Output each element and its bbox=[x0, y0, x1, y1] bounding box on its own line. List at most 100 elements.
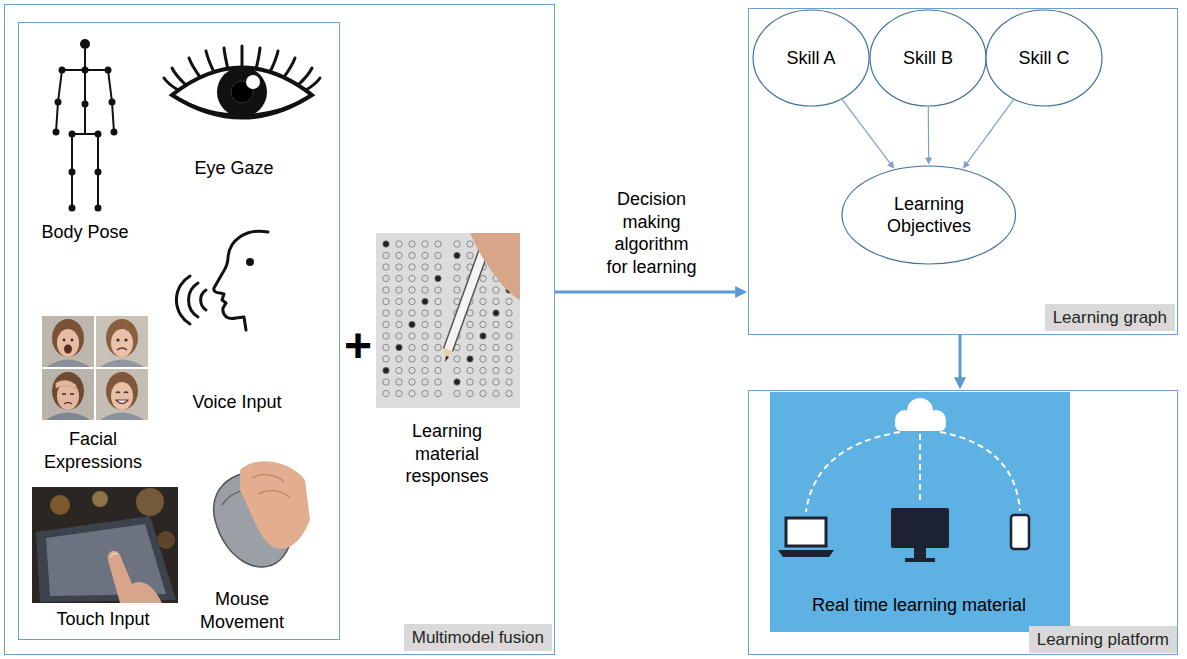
body-pose-icon bbox=[59, 67, 66, 74]
answer-bubbles bbox=[435, 379, 441, 385]
facial-expression-photos bbox=[64, 345, 72, 354]
answer-bubbles bbox=[435, 367, 441, 373]
icon-caption: Mouse Movement bbox=[192, 588, 292, 633]
answer-bubbles bbox=[493, 298, 499, 304]
eye-icon bbox=[206, 51, 214, 72]
answer-bubbles bbox=[467, 333, 473, 339]
body-pose-icon bbox=[105, 67, 112, 74]
body-pose-icon bbox=[111, 129, 118, 136]
answer-bubbles bbox=[383, 310, 389, 316]
facial-expression-photos bbox=[52, 319, 84, 357]
eye-icon bbox=[270, 51, 278, 72]
body-pose-icon bbox=[95, 131, 102, 138]
answer-bubbles bbox=[409, 252, 415, 258]
cloud-devices-illustration bbox=[770, 392, 1070, 632]
answer-bubbles bbox=[396, 390, 402, 396]
dependency-arrow bbox=[842, 100, 892, 167]
mouse-photo bbox=[214, 461, 310, 567]
answer-bubbles bbox=[480, 275, 486, 281]
flow-arrow bbox=[959, 335, 962, 384]
answer-bubbles bbox=[480, 310, 486, 316]
platform-caption: Real time learning material bbox=[779, 594, 1059, 617]
answer-bubbles bbox=[454, 287, 460, 293]
image-caption: Learning material responses bbox=[397, 420, 497, 488]
voice-icon bbox=[214, 231, 268, 330]
eye-icon bbox=[246, 75, 260, 89]
answer-bubbles bbox=[493, 390, 499, 396]
answer-bubbles bbox=[409, 287, 415, 293]
answer-bubbles bbox=[467, 344, 473, 350]
answer-bubbles bbox=[409, 321, 415, 327]
icon-caption: Facial Expressions bbox=[37, 428, 149, 473]
facial-expression-photos bbox=[63, 339, 66, 342]
facial-expression-photos bbox=[116, 392, 128, 393]
facial-expression-photos bbox=[42, 369, 94, 420]
answer-bubbles bbox=[422, 264, 428, 270]
touch-input-photo bbox=[92, 491, 108, 507]
answer-bubbles bbox=[435, 344, 441, 350]
facial-expression-photos bbox=[96, 316, 148, 367]
answer-bubbles bbox=[493, 310, 499, 316]
objective-text: Learning Objectives bbox=[874, 193, 984, 238]
cloud-devices-illustration bbox=[919, 434, 921, 504]
eye-icon bbox=[164, 46, 320, 118]
answer-bubbles bbox=[383, 275, 389, 281]
touch-input-photo bbox=[50, 495, 70, 515]
touch-input-photo bbox=[157, 531, 175, 549]
panel-tag: Learning graph bbox=[1045, 304, 1175, 331]
touch-input-photo bbox=[136, 488, 164, 516]
skill-ellipse: Skill A bbox=[752, 9, 870, 107]
facial-expression-photos bbox=[100, 413, 144, 421]
answer-bubbles bbox=[422, 298, 428, 304]
answer-bubbles bbox=[422, 321, 428, 327]
body-pose-icon bbox=[69, 131, 76, 138]
answer-bubbles bbox=[454, 241, 460, 247]
answer-bubbles bbox=[422, 390, 428, 396]
answer-bubbles bbox=[454, 275, 460, 281]
answer-bubbles bbox=[480, 356, 486, 362]
input-modality-panel: Body PoseEye GazeVoice InputFacial Expre… bbox=[18, 22, 340, 640]
cloud-devices-illustration bbox=[891, 508, 949, 548]
answer-bubbles bbox=[383, 252, 389, 258]
answer-bubbles bbox=[409, 298, 415, 304]
body-pose-icon bbox=[69, 169, 76, 176]
facial-expression-photos bbox=[111, 382, 133, 410]
answer-bubbles bbox=[396, 367, 402, 373]
answer-bubbles bbox=[396, 252, 402, 258]
facial-expression-photos bbox=[96, 316, 148, 367]
answer-bubbles bbox=[422, 367, 428, 373]
cloud-devices-illustration bbox=[770, 392, 1070, 632]
answer-bubbles bbox=[383, 356, 389, 362]
touch-input-photo bbox=[36, 516, 176, 602]
answer-bubbles bbox=[454, 252, 460, 258]
answer-bubbles bbox=[396, 310, 402, 316]
answer-sheet-photo bbox=[376, 233, 520, 408]
answer-bubbles bbox=[493, 321, 499, 327]
answer-bubbles bbox=[383, 367, 389, 373]
answer-bubbles bbox=[435, 310, 441, 316]
facial-expression-photos bbox=[116, 338, 119, 341]
answer-bubbles bbox=[493, 379, 499, 385]
answer-bubbles bbox=[383, 321, 389, 327]
skill-text: Skill C bbox=[1018, 47, 1069, 70]
answer-bubbles bbox=[480, 287, 486, 293]
facial-expression-photos bbox=[52, 372, 84, 410]
voice-icon bbox=[246, 258, 254, 266]
body-pose-icon bbox=[95, 169, 102, 176]
facial-expression-photos bbox=[106, 319, 138, 357]
answer-bubbles bbox=[454, 379, 460, 385]
answer-bubbles bbox=[506, 367, 512, 373]
answer-bubbles bbox=[493, 344, 499, 350]
eye-icon bbox=[224, 48, 228, 69]
answer-bubbles bbox=[422, 241, 428, 247]
answer-bubbles bbox=[506, 333, 512, 339]
answer-bubbles bbox=[480, 298, 486, 304]
eye-icon bbox=[172, 68, 312, 118]
answer-bubbles bbox=[435, 333, 441, 339]
facial-expression-photos bbox=[71, 339, 74, 342]
facial-expression-photos bbox=[42, 316, 148, 420]
eye-icon bbox=[241, 46, 244, 67]
body-pose-icon bbox=[56, 49, 114, 208]
answer-bubbles bbox=[506, 344, 512, 350]
